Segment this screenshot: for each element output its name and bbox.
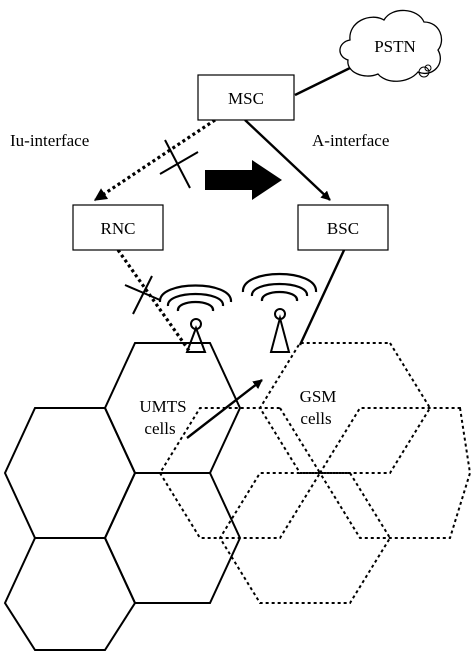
iu-cut-mark	[159, 139, 199, 189]
iu-interface-label: Iu-interface	[10, 131, 89, 150]
umts-cell	[3, 407, 137, 539]
umts-cells-label-line1: UMTS	[139, 397, 186, 416]
rnc-nodeb-link	[116, 249, 192, 353]
rnc-label: RNC	[101, 219, 136, 238]
nodeb-cut-mark	[124, 275, 161, 315]
bsc-box	[297, 204, 389, 251]
umts-to-gsm-arrow	[186, 379, 263, 439]
msc-rnc-link	[93, 118, 216, 202]
msc-box	[197, 74, 295, 121]
gsm-cell	[318, 407, 472, 539]
umts-cells-label-line2: cells	[144, 419, 175, 438]
rnc-box	[72, 204, 164, 251]
umts-cell-grid	[3, 342, 242, 651]
bts-antenna-icon	[241, 272, 318, 353]
gsm-cells-label-line1: GSM	[300, 387, 337, 406]
gsm-cell	[258, 342, 432, 474]
msc-bsc-link	[244, 119, 331, 201]
bsc-label: BSC	[327, 219, 359, 238]
gsm-cell-grid	[158, 342, 472, 604]
gsm-cell	[158, 407, 322, 539]
umts-cell	[3, 537, 137, 651]
msc-pstn-link	[294, 66, 351, 97]
bsc-bts-link	[298, 247, 347, 346]
nodeb-antenna-icon	[158, 284, 233, 353]
pstn-cloud: PSTN	[339, 9, 443, 82]
handover-arrow	[205, 160, 282, 200]
pstn-label: PSTN	[374, 37, 416, 56]
gsm-cell	[218, 472, 392, 604]
gsm-cells-label-line2: cells	[300, 409, 331, 428]
a-interface-label: A-interface	[312, 131, 389, 150]
msc-label: MSC	[228, 89, 264, 108]
